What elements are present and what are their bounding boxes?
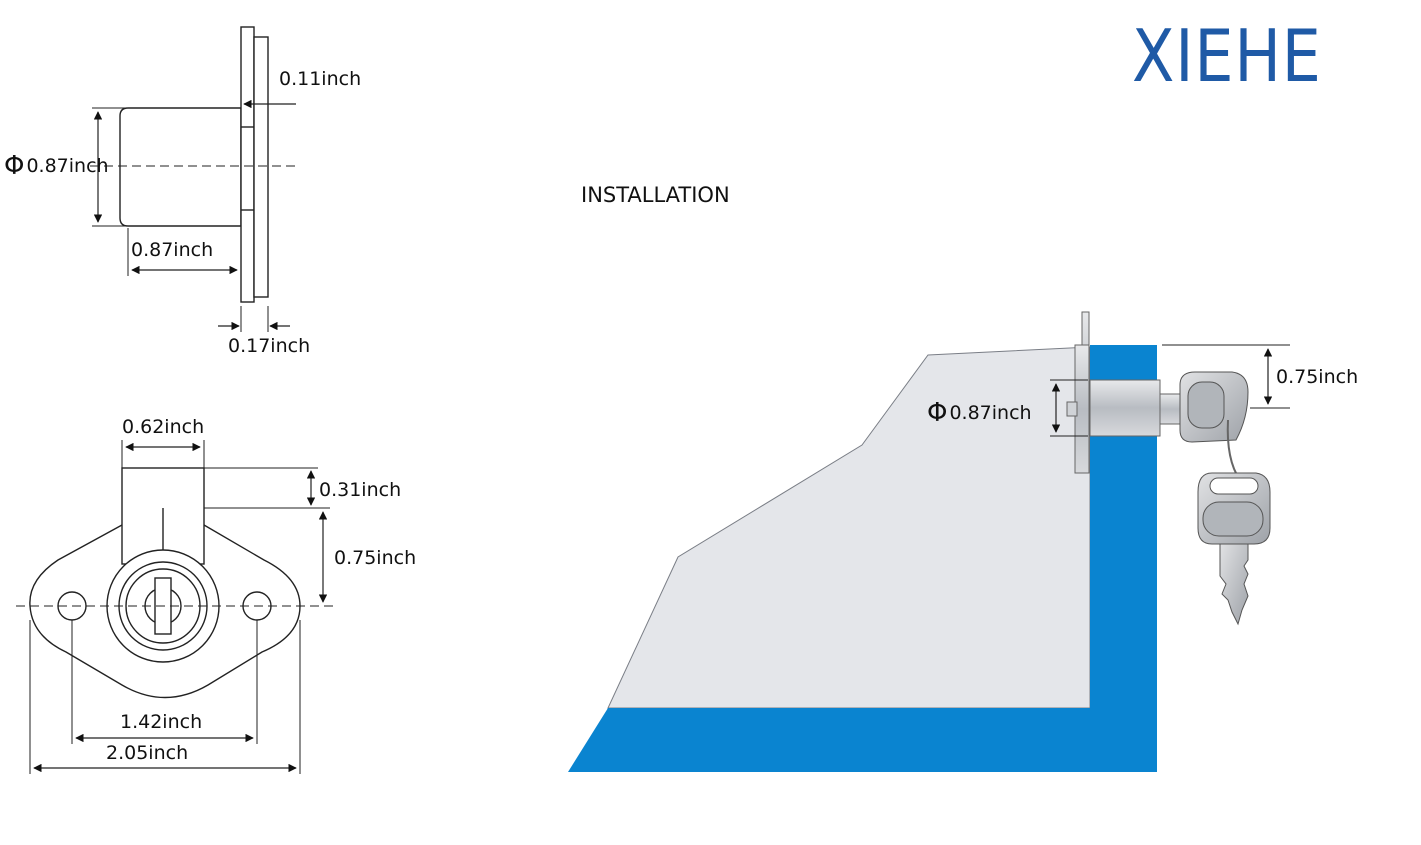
- front-view-drawing: [16, 440, 335, 774]
- body-length-label: 0.87inch: [131, 239, 214, 261]
- diameter-symbol: Φ: [4, 151, 25, 181]
- install-offset-label: 0.75inch: [1276, 366, 1359, 388]
- hole-spacing-label: 1.42inch: [120, 711, 203, 733]
- overall-width-label: 2.05inch: [106, 742, 189, 764]
- lock-cylinder-body: [119, 107, 242, 227]
- lock-cylinder: [1089, 379, 1161, 437]
- bolt-height-label: 0.31inch: [319, 479, 402, 501]
- install-diameter-symbol: Φ: [927, 398, 948, 428]
- installation-heading: INSTALLATION: [581, 183, 730, 207]
- plate-thickness-label: 0.11inch: [279, 68, 362, 90]
- diameter-value: 0.87inch: [26, 155, 109, 177]
- flange-thickness-label: 0.17inch: [228, 335, 311, 357]
- plate-lip: [253, 36, 269, 298]
- side-view-drawing: [90, 26, 296, 332]
- brand-logo: XIEHE: [1132, 14, 1322, 98]
- install-diameter-value: 0.87inch: [949, 402, 1032, 424]
- bolt-width-label: 0.62inch: [122, 416, 205, 438]
- spare-key-blade: [1219, 543, 1249, 626]
- mounting-plate: [240, 26, 255, 303]
- center-to-bolt-label: 0.75inch: [334, 547, 417, 569]
- installation-drawing: [568, 311, 1290, 772]
